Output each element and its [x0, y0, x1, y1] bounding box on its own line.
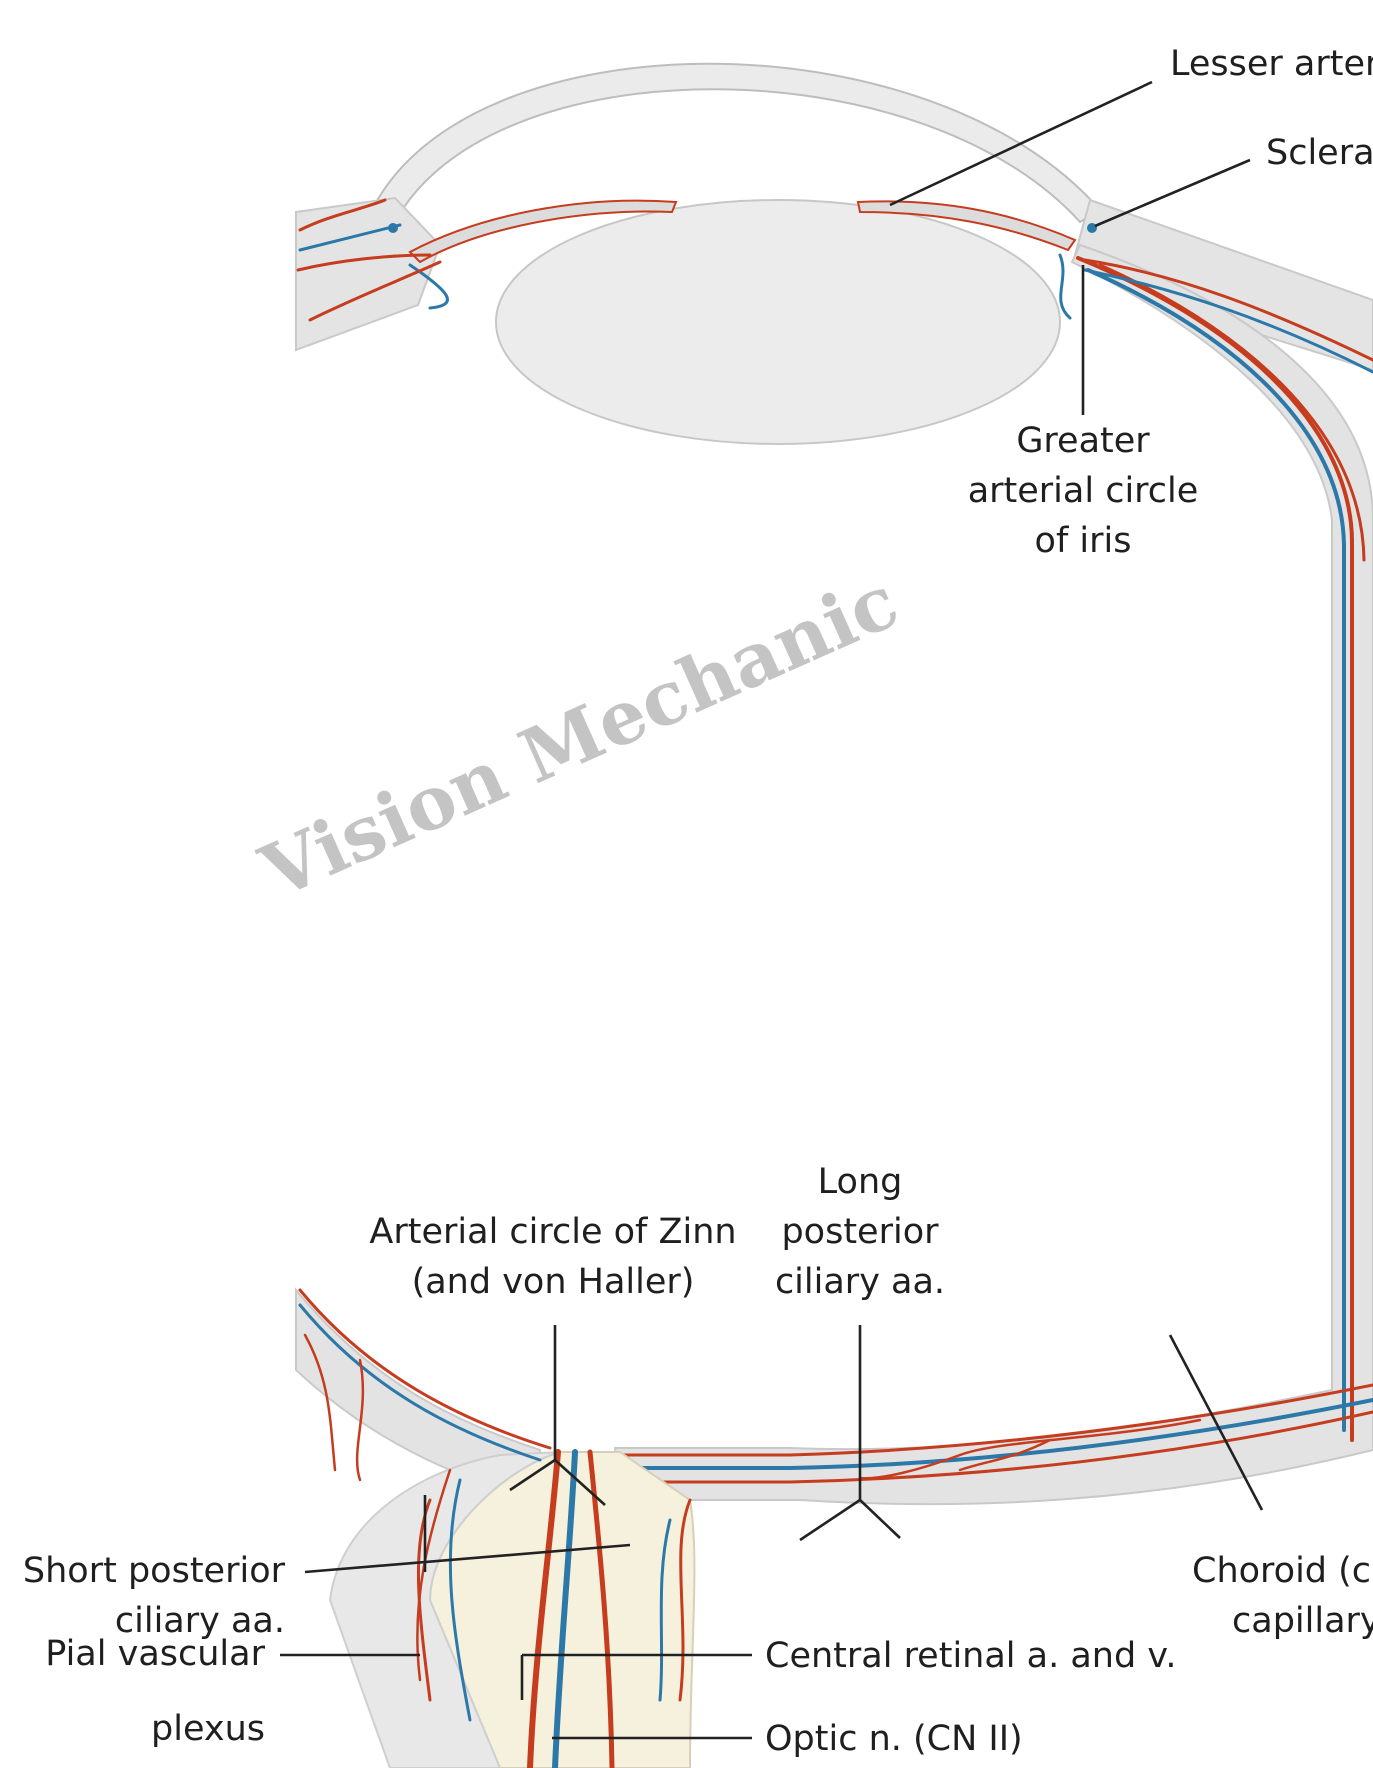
- label-central-retinal: Central retinal a. and v.: [765, 1636, 1176, 1676]
- label-choroid-line2: capillary: [1232, 1601, 1373, 1641]
- lens: [496, 200, 1060, 444]
- optic-nerve: [330, 1452, 694, 1768]
- label-optic-nerve: Optic n. (CN II): [765, 1719, 1023, 1759]
- label-sclera: Sclera: [1266, 133, 1373, 173]
- label-long-posterior-ciliary-line2: posterior: [781, 1212, 939, 1252]
- watermark-text: Vision Mechanic: [248, 558, 910, 916]
- label-long-posterior-ciliary-line1: Long: [818, 1162, 903, 1202]
- label-arterial-circle-zinn-line2: (and von Haller): [412, 1262, 695, 1302]
- label-greater-arterial-circle-line1: Greater: [1016, 421, 1150, 461]
- label-arterial-circle-zinn-line1: Arterial circle of Zinn: [369, 1212, 736, 1252]
- label-lesser-arterial-circle: Lesser arter: [1170, 44, 1373, 84]
- label-pial-vascular-plexus-line2: plexus: [151, 1709, 265, 1749]
- label-long-posterior-ciliary-line3: ciliary aa.: [775, 1262, 945, 1302]
- label-pial-vascular-plexus-line1: Pial vascular: [45, 1634, 265, 1674]
- cornea: [372, 64, 1100, 222]
- label-greater-arterial-circle-line2: arterial circle: [968, 471, 1199, 511]
- label-choroid-line1: Choroid (c: [1192, 1551, 1371, 1591]
- label-greater-arterial-circle-line3: of iris: [1035, 521, 1132, 561]
- label-short-posterior-ciliary-line1: Short posterior: [23, 1551, 286, 1591]
